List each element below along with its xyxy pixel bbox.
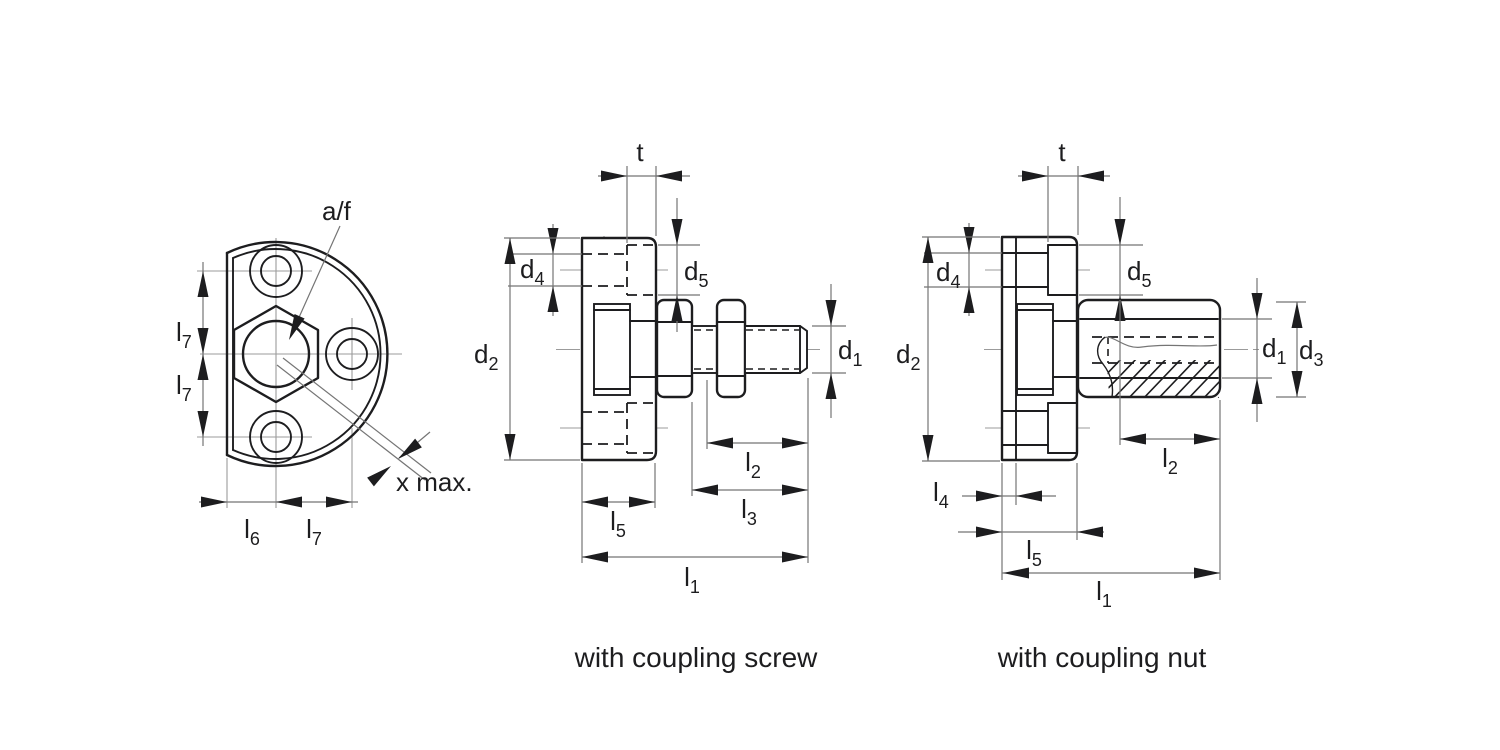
dim-l1-screw: l1: [582, 378, 809, 597]
dim-d3-nut: d3: [1276, 301, 1323, 398]
d4-label-nut: d4: [936, 257, 960, 292]
dim-af: a/f: [283, 196, 352, 343]
dim-d2-screw: d2: [474, 237, 580, 461]
dim-l2-screw: l2: [706, 380, 808, 482]
front-view: a/f l7 l7 l6 l7 x max.: [176, 196, 473, 549]
screw-head-nut-view: [1016, 303, 1054, 396]
break-line-left: [1096, 336, 1114, 398]
d2-label-screw: d2: [474, 339, 498, 374]
side-view-coupling-nut: t d4 d5 d2: [896, 137, 1323, 673]
l1-label-screw: l1: [684, 562, 700, 597]
right-hole-counterbore: [325, 327, 379, 381]
bottom-hole-counterbore: [249, 410, 303, 464]
af-label: a/f: [322, 196, 352, 226]
center-bore: [241, 319, 311, 389]
bottom-hole: [260, 421, 292, 453]
l4-label-nut: l4: [933, 477, 949, 512]
dim-d4-screw: d4: [508, 224, 582, 316]
t-label-screw: t: [636, 137, 644, 167]
section-hatching: [1107, 360, 1219, 398]
dim-d2-nut: d2: [896, 236, 1000, 462]
d2-label-nut: d2: [896, 339, 920, 374]
l2-label-screw: l2: [745, 447, 761, 482]
l7-bottom-label: l7: [306, 514, 322, 549]
l6-label: l6: [244, 514, 260, 549]
dim-d1-screw: d1: [812, 284, 862, 418]
right-hole: [336, 338, 368, 370]
d1-label-nut: d1: [1262, 333, 1286, 368]
dim-l3-screw: l3: [691, 402, 808, 529]
dim-d5-screw: d5: [658, 198, 708, 332]
dim-l1-nut: l1: [1002, 567, 1220, 611]
l7-lower-label: l7: [176, 370, 192, 405]
dim-t-screw: t: [598, 137, 690, 243]
dim-l7-vertical: l7 l7: [176, 262, 209, 446]
x-max-label: x max.: [396, 467, 473, 497]
dim-l5-screw: l5: [581, 463, 656, 563]
caption-with-coupling-nut: with coupling nut: [997, 642, 1207, 673]
dim-l5-nut: l5: [958, 463, 1104, 570]
screw-head: [593, 303, 631, 396]
dim-l4-nut: l4: [933, 463, 1056, 580]
l5-label-nut: l5: [1026, 535, 1042, 570]
t-label-nut: t: [1058, 137, 1066, 167]
caption-with-coupling-screw: with coupling screw: [574, 642, 819, 673]
top-hole: [260, 255, 292, 287]
dim-d5-nut: d5: [1079, 197, 1151, 321]
dim-d1-nut: d1: [1222, 278, 1286, 422]
open-holes: [1001, 244, 1078, 454]
d5-label-screw: d5: [684, 256, 708, 291]
dim-x-max: x max.: [276, 357, 473, 497]
l2-label-nut: l2: [1162, 443, 1178, 478]
l5-label-screw: l5: [610, 506, 626, 541]
flange-outer-arc: [225, 240, 389, 468]
thread-spacer: [691, 325, 718, 374]
l1-label-nut: l1: [1096, 576, 1112, 611]
coupling-nut-body: [1076, 298, 1222, 399]
dim-l6-l7-bottom: l6 l7: [199, 496, 358, 549]
d5-label-nut: d5: [1127, 256, 1151, 291]
side-view-coupling-screw: t d4 d5 d2: [474, 137, 862, 673]
locknut: [715, 298, 747, 399]
d1-label-screw: d1: [838, 335, 862, 370]
dim-l2-nut: l2: [1119, 300, 1221, 580]
dim-t-nut: t: [1018, 137, 1110, 242]
hex-boss: [232, 304, 320, 404]
l3-label-screw: l3: [741, 494, 757, 529]
top-hole-counterbore: [249, 244, 303, 298]
threaded-shaft: [744, 325, 808, 374]
break-line-horizontal: [1103, 336, 1218, 348]
d4-label-screw: d4: [520, 254, 544, 289]
hidden-holes: [582, 244, 655, 454]
flange-inner-arc: [232, 248, 382, 460]
dim-d4-nut: d4: [924, 223, 1002, 316]
d3-label-nut: d3: [1299, 335, 1323, 370]
l7-upper-label: l7: [176, 317, 192, 352]
